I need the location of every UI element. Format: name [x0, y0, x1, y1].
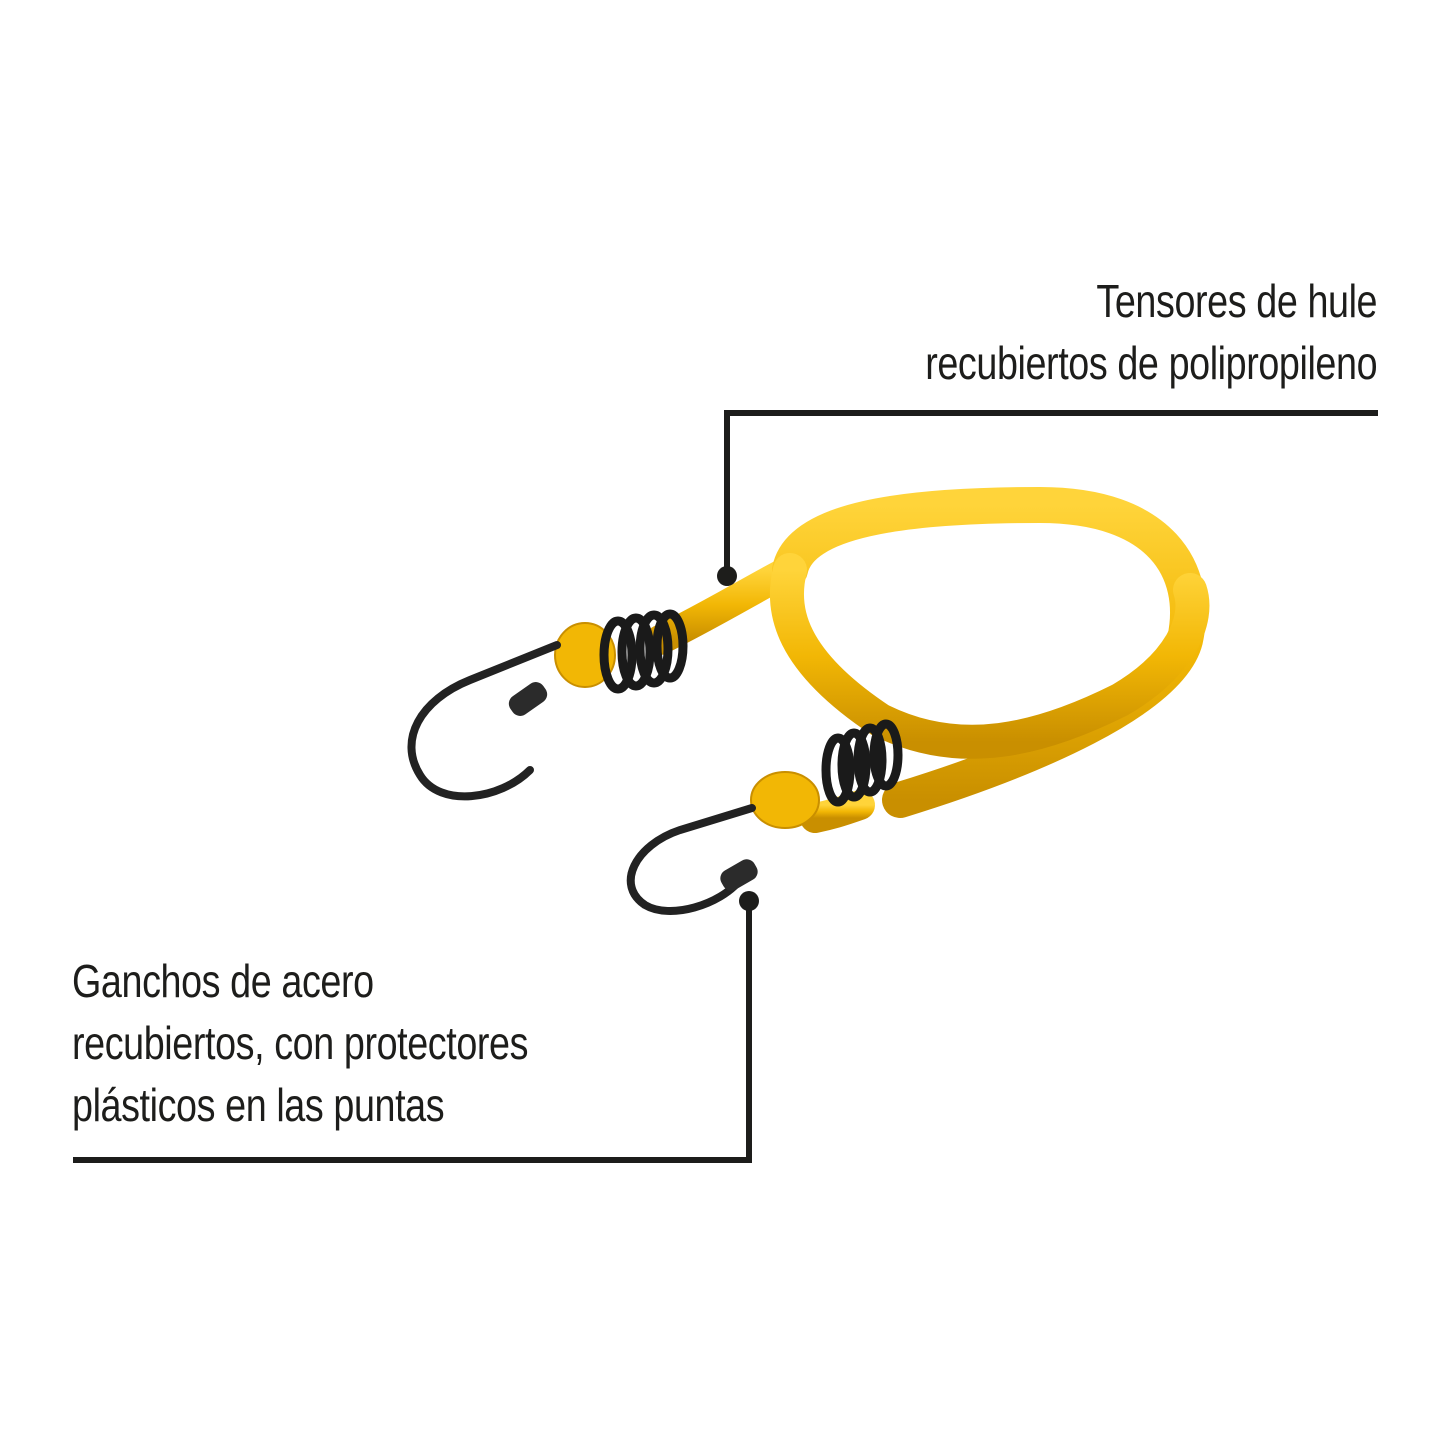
- callout-hooks-horizontal-line: [73, 1157, 752, 1163]
- callout-cord-vertical-line: [724, 410, 730, 575]
- callout-cord-text: Tensores de hule recubiertos de poliprop…: [925, 270, 1377, 394]
- right-hook-icon: [626, 719, 903, 915]
- callout-hooks-text: Ganchos de acero recubiertos, con protec…: [72, 950, 528, 1136]
- callout-hooks-vertical-line: [746, 900, 752, 1163]
- callout-cord-line-1: Tensores de hule: [1096, 275, 1377, 327]
- callout-hooks-line-3: plásticos en las puntas: [72, 1079, 445, 1131]
- callout-cord-line-2: recubiertos de polipropileno: [925, 337, 1377, 389]
- callout-cord-horizontal-line: [724, 410, 1378, 416]
- callout-hooks-line-1: Ganchos de acero: [72, 955, 374, 1007]
- left-hook-icon: [407, 609, 688, 801]
- callout-hooks-marker-icon: [739, 891, 759, 911]
- cord-icon: [645, 486, 1210, 833]
- callout-cord-marker-icon: [717, 566, 737, 586]
- callout-hooks-line-2: recubiertos, con protectores: [72, 1017, 529, 1069]
